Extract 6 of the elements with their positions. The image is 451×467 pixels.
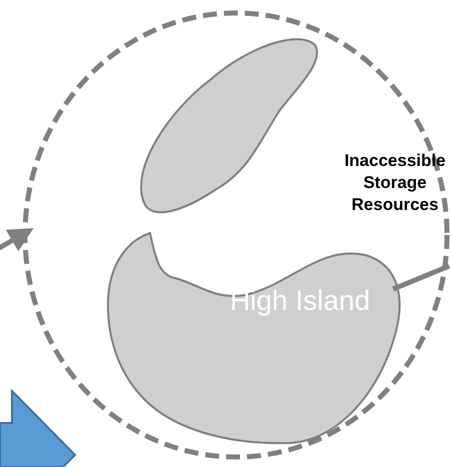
dashed-circle xyxy=(22,10,450,460)
connector-line xyxy=(392,264,450,292)
region-label: Inaccessible Storage Resources xyxy=(343,150,447,216)
island-shape xyxy=(106,231,402,446)
arrow xyxy=(0,228,34,252)
island-shape xyxy=(140,38,318,214)
